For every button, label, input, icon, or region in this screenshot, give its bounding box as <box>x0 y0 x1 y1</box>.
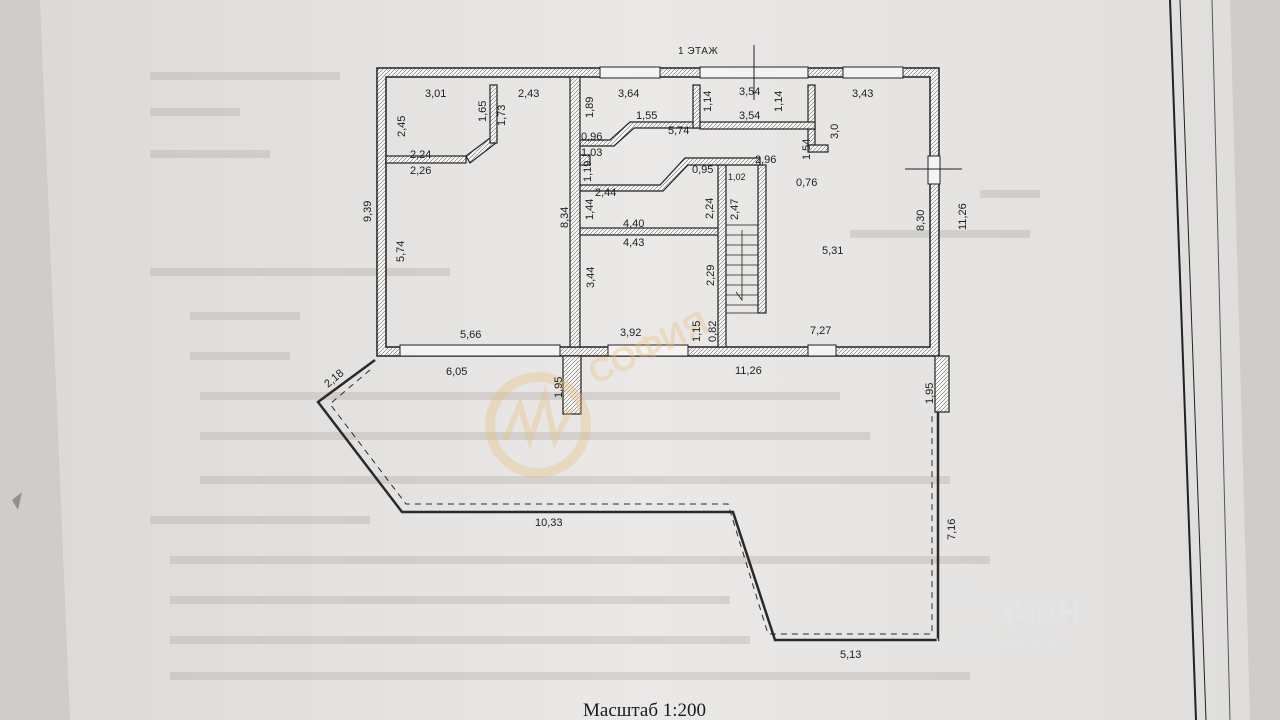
dimension-label: 2,26 <box>410 165 431 177</box>
dimension-label: 2,47 <box>729 199 741 220</box>
page-border-line <box>1169 0 1197 720</box>
dimension-label: 3,44 <box>585 267 597 288</box>
section-cut-lines <box>753 45 962 170</box>
dimension-label: 1,95 <box>553 377 565 398</box>
dimension-label: 1,14 <box>702 91 714 112</box>
dimension-label: 8,34 <box>559 207 571 228</box>
interior-walls <box>385 76 829 348</box>
staircase <box>725 224 759 314</box>
dimension-label: 3,54 <box>739 86 760 98</box>
dimension-label: 1,89 <box>584 97 596 118</box>
page-border-line-inner <box>1179 0 1207 720</box>
scale-caption: Масштаб 1:200 <box>583 700 706 720</box>
dimension-label: 1,15 <box>691 321 703 342</box>
dimension-label: 2,45 <box>396 116 408 137</box>
dimension-label: 1,03 <box>581 147 602 159</box>
listing-id-text: ID 320835231 <box>935 635 1066 654</box>
dimension-label: 2,24 <box>410 149 431 161</box>
dimension-label: 1,44 <box>584 199 596 220</box>
cian-watermark: циан ID 320835231 <box>935 563 1081 654</box>
dimension-label: 2,44 <box>595 187 616 199</box>
dimension-label: 5,13 <box>840 649 861 661</box>
dimension-label: 8,30 <box>915 210 927 231</box>
dimension-label: 1,54 <box>801 139 813 160</box>
dimension-labels: 3,01 2,43 3,64 3,54 3,43 1,55 3,54 5,74 … <box>322 86 873 661</box>
dimension-label: 1,73 <box>496 105 508 126</box>
dimension-label: 1,19 <box>582 161 594 182</box>
dimension-label: 1,55 <box>636 110 657 122</box>
dimension-label: 1,95 <box>924 383 936 404</box>
page-edge-line <box>1211 0 1231 720</box>
dimension-label: 5,74 <box>668 125 689 137</box>
paper-edge-mark <box>12 492 22 510</box>
dimension-label: 1,02 <box>728 172 746 182</box>
dimension-label: 10,33 <box>535 517 563 529</box>
dimension-label: 4,43 <box>623 237 644 249</box>
cian-watermark-text: циан <box>990 589 1081 631</box>
dimension-label: 0,82 <box>707 321 719 342</box>
dimension-label: 0,95 <box>692 164 713 176</box>
dimension-label: 9,39 <box>362 201 374 222</box>
dimension-label: 0,76 <box>796 177 817 189</box>
dimension-label: 1,14 <box>773 91 785 112</box>
floor-title: 1 ЭТАЖ <box>678 46 718 57</box>
dimension-label: 5,31 <box>822 245 843 257</box>
dimension-label: 2,96 <box>755 154 776 166</box>
dimension-label: 6,05 <box>446 366 467 378</box>
dimension-label: 1,65 <box>477 101 489 122</box>
dimension-label: 3,64 <box>618 88 639 100</box>
dimension-label: 3,92 <box>620 327 641 339</box>
dimension-label: 4,40 <box>623 218 644 230</box>
dimension-label: 2,43 <box>518 88 539 100</box>
dimension-label: 7,27 <box>810 325 831 337</box>
dimension-label: 5,74 <box>395 241 407 262</box>
dimension-label: 11,26 <box>957 203 969 230</box>
dimension-label: 3,01 <box>425 88 446 100</box>
dimension-label: 5,66 <box>460 329 481 341</box>
vertical-dimension-labels: 2,45 1,65 1,73 1,89 1,14 1,14 3,0 1,54 1… <box>362 91 969 540</box>
dimension-label: 2,24 <box>704 198 716 219</box>
bleed-through-text <box>150 72 1040 680</box>
dimension-label: 3,54 <box>739 110 760 122</box>
dimension-label: 3,0 <box>829 124 841 139</box>
paper-sheet <box>40 0 1250 720</box>
dimension-label: 7,16 <box>946 519 958 540</box>
dimension-label: 0,96 <box>581 131 602 143</box>
terrace-outline <box>316 358 940 642</box>
dimension-label: 3,43 <box>852 88 873 100</box>
dimension-label: 2,29 <box>705 265 717 286</box>
dimension-label: 11,26 <box>735 365 762 377</box>
